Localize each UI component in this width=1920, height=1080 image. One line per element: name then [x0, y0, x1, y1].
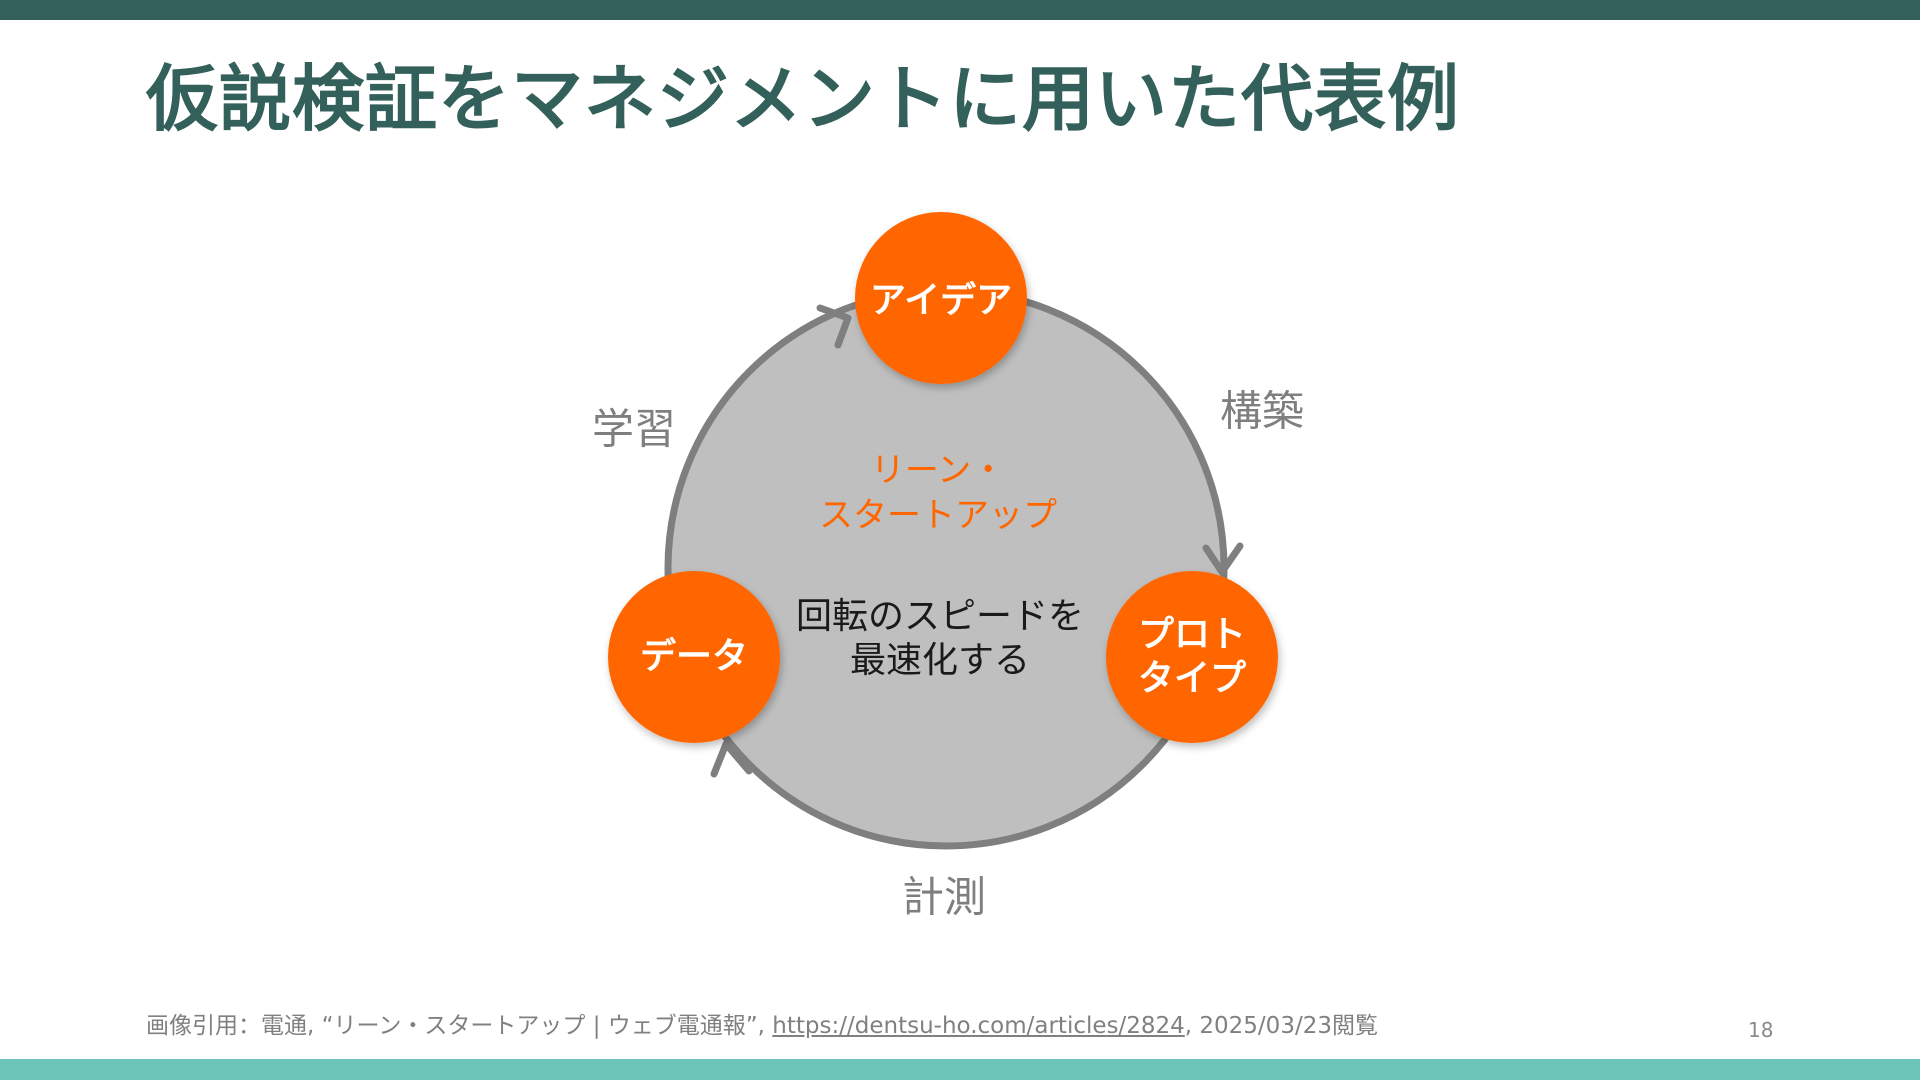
node-idea-label: アイデア [870, 279, 1012, 321]
node-idea [855, 212, 1027, 384]
arrowhead-build-to-prototype [1202, 542, 1244, 576]
edge-label-measure: 計測 [902, 873, 986, 922]
node-prototype-label-line2: タイプ [1138, 658, 1246, 699]
arrowhead-learn-to-idea [816, 304, 852, 349]
center-text-line2: 最速化する [850, 640, 1030, 681]
slide-title: 仮説検証をマネジメントに用いた代表例 [146, 57, 1461, 141]
node-data-label: データ [640, 635, 748, 677]
node-prototype [1106, 571, 1278, 743]
bottom-accent-bar [0, 1059, 1920, 1080]
edge-label-build: 構築 [1220, 387, 1304, 436]
caption-suffix: , 2025/03/23閲覧 [1184, 1013, 1378, 1039]
node-prototype-label-line1: プロト [1138, 614, 1246, 655]
center-title-line1: リーン・ [871, 451, 1005, 491]
edge-label-learn: 学習 [592, 405, 676, 454]
center-text-line1: 回転のスピードを [796, 596, 1084, 637]
caption-prefix: 画像引用：電通, “リーン・スタートアップ | ウェブ電通報”, [146, 1013, 773, 1039]
arrowhead-measure-to-data [710, 740, 753, 778]
caption-source-link[interactable]: https://dentsu-ho.com/articles/2824 [772, 1013, 1185, 1039]
page-number: 18 [1748, 1018, 1774, 1042]
top-accent-bar [0, 0, 1920, 20]
node-data [608, 571, 780, 743]
center-title-line2: スタートアップ [819, 496, 1057, 536]
image-citation-caption: 画像引用：電通, “リーン・スタートアップ | ウェブ電通報”, https:/… [146, 1006, 1378, 1040]
